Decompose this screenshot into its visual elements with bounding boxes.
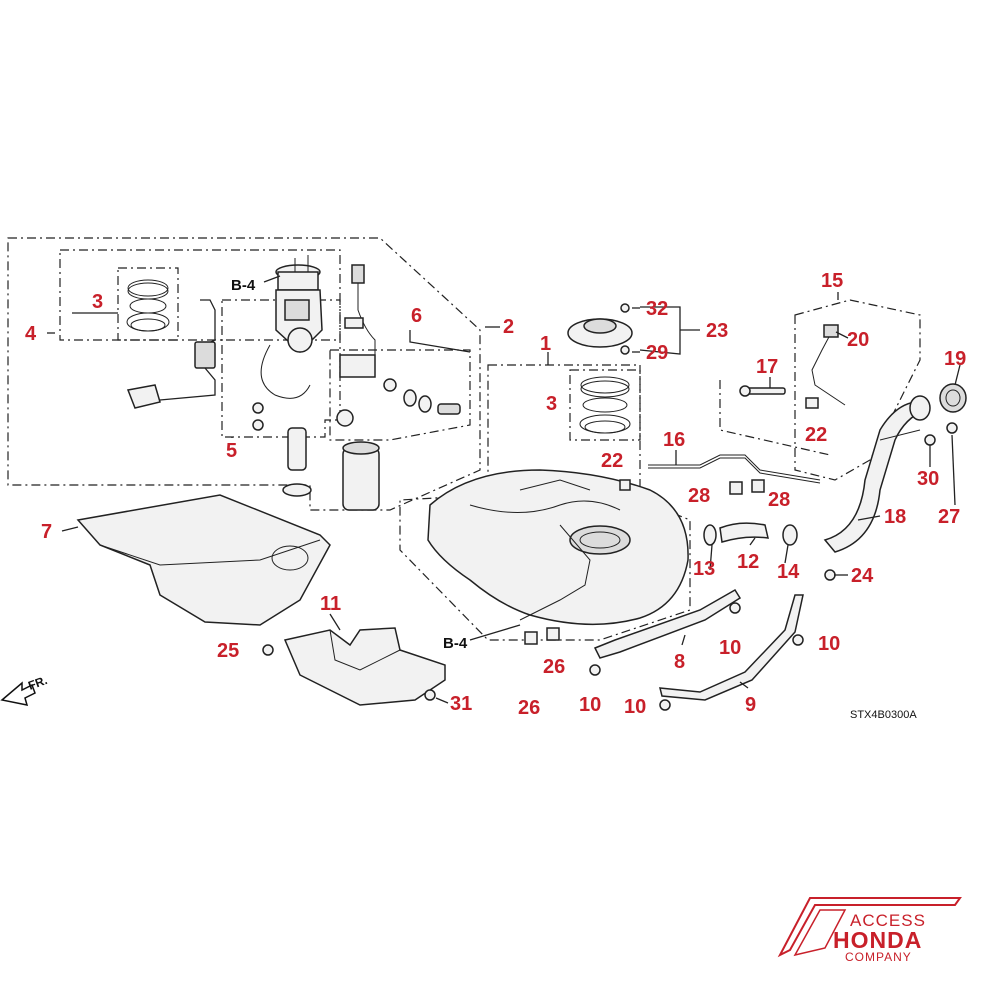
callout-14: 14 [777,561,800,583]
group-box-3b [569,369,641,441]
callout-3-right: 3 [546,393,557,415]
callout-15: 15 [821,270,843,292]
callout-13: 13 [693,558,715,580]
filler-hose [719,522,769,543]
group-box-5 [221,299,341,438]
fuel-pump [252,402,312,497]
clip-27 [946,422,958,434]
fr-label: FR. [26,673,49,693]
leader-lines [47,275,961,704]
seal-ring-set-left [126,279,170,332]
callout-3-left: 3 [92,291,103,313]
clip-28b [751,479,765,493]
group-box-3a [117,267,179,341]
group-box-15 [794,299,921,481]
callout-24: 24 [851,565,874,587]
callout-10a: 10 [719,637,741,659]
callout-9: 9 [745,694,756,716]
diagram-code: STX4B0300A [850,709,917,721]
clip-28a [729,481,743,495]
seal-ring-set-right [579,376,631,434]
lock-ring [567,303,633,355]
logo-line2: HONDA [833,927,922,953]
callout-26a: 26 [543,656,565,678]
callout-29: 29 [646,342,668,364]
callout-27: 27 [938,506,960,528]
fuel-gauge-sender [126,299,216,409]
front-direction-arrow: FR. [0,673,49,706]
callout-26b: 26 [518,697,540,719]
hose-clamp-14 [782,524,798,546]
breather-tube [811,334,846,406]
callout-32: 32 [646,298,668,320]
bolts [262,569,836,711]
group-box-2 [7,237,481,511]
callout-8: 8 [674,651,685,673]
callout-17: 17 [756,356,778,378]
pressure-regulator-parts [336,378,461,427]
ref-b4-bottom: B-4 [443,635,468,652]
bolt-30 [924,434,936,446]
callout-2: 2 [503,316,514,338]
callout-10b: 10 [818,633,840,655]
callout-6: 6 [411,305,422,327]
callouts: 1 2 3 3 4 5 6 7 8 9 10 10 10 10 10 11 12… [25,270,966,719]
callout-18: 18 [884,506,906,528]
callout-30: 30 [917,468,939,490]
clip-22 [619,479,631,491]
callout-22b: 22 [805,424,827,446]
fuel-filter [342,441,380,511]
logo-line3: COMPANY [845,950,912,964]
fuel-cap [939,383,967,413]
tank-strap-9 [659,594,804,701]
heat-shield [76,494,331,626]
callout-4: 4 [25,323,37,345]
pump-harness [339,264,376,378]
callout-28b: 28 [768,489,790,511]
callout-23: 23 [706,320,728,342]
callout-16: 16 [663,429,685,451]
clip-26a [524,631,538,645]
callout-22a: 22 [601,450,623,472]
callout-28a: 28 [688,485,710,507]
fuel-pump-module [260,255,323,399]
logo-line1: ACCESS [850,911,926,930]
under-cover [283,627,446,706]
pipe-17 [739,385,786,397]
callout-5: 5 [226,440,237,462]
callout-1: 1 [540,333,551,355]
fuel-tank [427,469,689,626]
ref-b4-top: B-4 [231,277,256,294]
callout-25: 25 [217,640,239,662]
group-box-6 [329,349,471,441]
callout-10c: 10 [579,694,601,716]
callout-31: 31 [450,693,472,715]
tank-strap-8 [593,588,742,659]
callout-10d: 10 [624,696,646,718]
callout-7: 7 [41,521,52,543]
callout-20: 20 [847,329,869,351]
clip-26b [546,627,560,641]
group-box-1 [399,364,691,641]
callout-19: 19 [944,348,966,370]
callout-11: 11 [320,593,341,615]
callout-12: 12 [737,551,759,573]
access-honda-logo: ACCESS HONDA COMPANY [777,897,962,964]
hose-clamp-13 [703,524,717,546]
filler-pipe [823,401,927,553]
vent-pipe [648,454,821,481]
